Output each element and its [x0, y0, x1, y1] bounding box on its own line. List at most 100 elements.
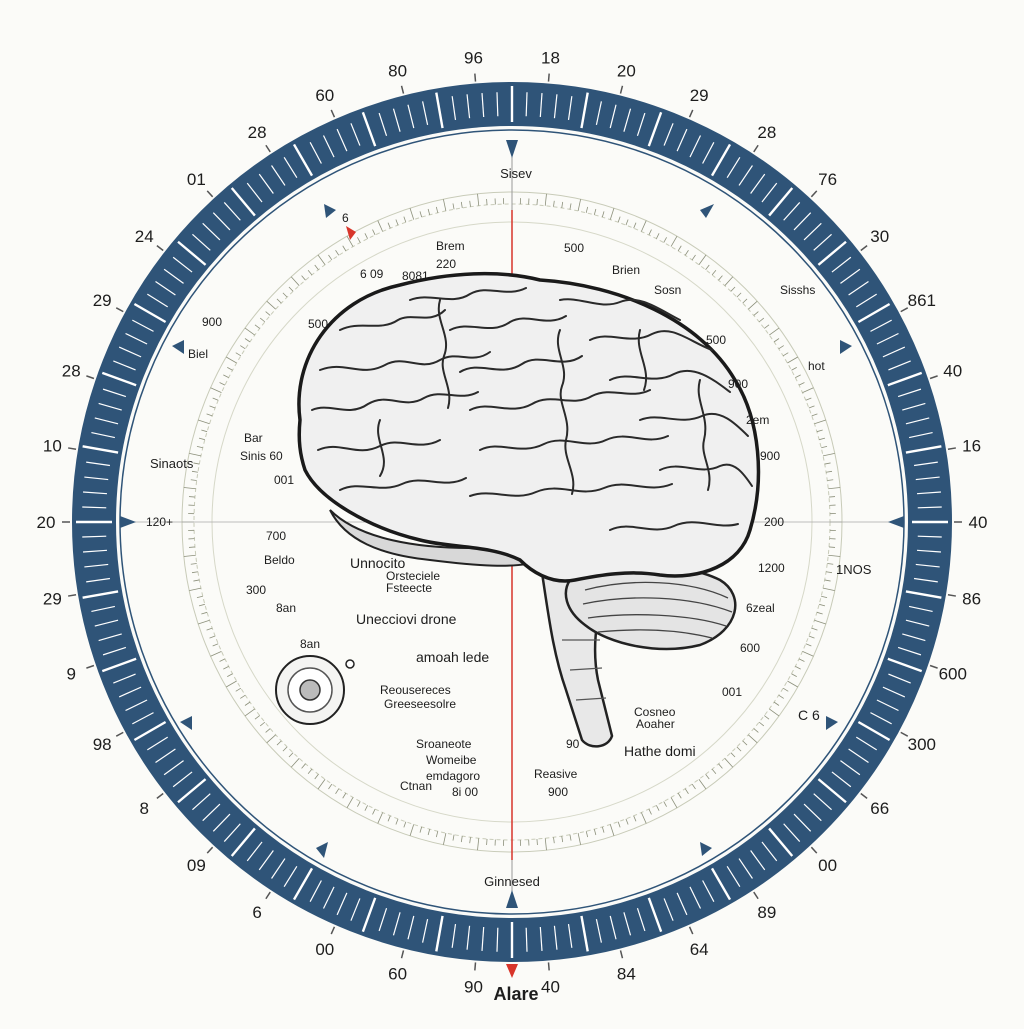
inner-tick	[759, 318, 764, 322]
inner-tick	[388, 223, 390, 229]
inner-tick	[699, 255, 706, 265]
inner-tick	[594, 209, 596, 215]
outer-number: 9	[67, 664, 76, 683]
inner-tick	[198, 620, 209, 624]
inner-tick	[378, 221, 383, 232]
inner-tick	[266, 312, 271, 316]
label-r-5: Aoaher	[636, 717, 675, 731]
outer-tick	[811, 847, 816, 853]
ring-tick	[82, 507, 106, 508]
inner-tick	[671, 797, 677, 807]
label-c-11: Ctnan	[400, 779, 432, 793]
arrow-sw-icon	[316, 842, 328, 858]
inner-tick	[199, 438, 205, 440]
inner-tick	[461, 836, 462, 842]
inner-tick	[826, 471, 832, 472]
inner-tick	[404, 822, 406, 828]
label-tr-0: 500	[564, 241, 584, 255]
inner-tick	[634, 223, 636, 229]
inner-tick	[365, 805, 368, 810]
inner-tick	[388, 816, 390, 822]
label-tl-5: 900	[202, 315, 222, 329]
inner-tick	[545, 838, 546, 850]
outer-tick	[754, 892, 758, 899]
inner-tick	[656, 805, 659, 810]
inner-tick	[184, 555, 196, 556]
label-c-2: Fsteecte	[386, 581, 432, 595]
label-c-12: 8i 00	[452, 785, 478, 799]
inner-tick	[618, 822, 620, 828]
label-r-0: 200	[764, 515, 784, 529]
inner-tick	[396, 819, 398, 825]
inner-tick	[357, 801, 360, 806]
inner-tick	[315, 774, 319, 779]
inner-tick	[821, 596, 827, 597]
label-c-3: Unecciovi drone	[356, 611, 457, 627]
inner-tick	[706, 774, 710, 779]
label-r-7: 001	[722, 685, 742, 699]
inner-tick	[787, 357, 797, 363]
outer-tick	[549, 962, 550, 970]
outer-tick	[266, 892, 270, 899]
inner-tick	[814, 620, 825, 624]
inner-tick	[211, 651, 222, 656]
inner-tick	[779, 346, 784, 349]
inner-tick	[821, 446, 827, 447]
inner-tick	[791, 367, 796, 370]
outer-number: 16	[962, 436, 981, 455]
outer-number: 29	[43, 590, 62, 609]
inner-tick	[236, 688, 241, 691]
outer-number: 86	[962, 590, 981, 609]
outer-number: 861	[908, 291, 936, 310]
inner-tick	[436, 207, 437, 213]
outer-tick	[116, 732, 123, 736]
inner-tick	[210, 636, 216, 638]
target-icon	[276, 656, 354, 724]
inner-tick	[578, 199, 580, 211]
inner-tick	[618, 217, 620, 223]
outer-number: 40	[541, 977, 560, 996]
inner-tick	[201, 430, 207, 432]
inner-tick	[197, 596, 203, 597]
inner-tick	[291, 277, 299, 286]
inner-tick	[343, 793, 346, 798]
label-tr-4: 500	[706, 333, 726, 347]
inner-tick	[184, 488, 196, 489]
brain-illustration	[299, 274, 758, 747]
inner-tick	[828, 488, 840, 489]
inner-tick	[289, 287, 293, 291]
cardinal-right: 1NOS	[836, 562, 872, 577]
inner-tick	[712, 769, 716, 774]
outer-tick	[621, 950, 623, 958]
label-tr-3: Sisshs	[780, 283, 815, 297]
inner-tick	[748, 301, 757, 309]
label-l-5: Beldo	[264, 553, 295, 567]
inner-tick	[255, 325, 260, 329]
inner-tick	[803, 651, 814, 656]
outer-tick	[266, 145, 270, 152]
inner-tick	[410, 824, 414, 835]
inner-tick	[823, 453, 835, 455]
outer-tick	[68, 595, 76, 596]
inner-tick	[809, 406, 815, 408]
bottom-label: Alare	[493, 984, 538, 1004]
outer-number: 600	[939, 664, 967, 683]
inner-tick	[478, 194, 479, 206]
outer-number: 00	[315, 940, 334, 959]
inner-tick	[315, 265, 319, 270]
label-c-14: 90	[566, 737, 580, 751]
arrow-bottom-icon	[506, 890, 518, 908]
inner-tick	[336, 250, 339, 255]
outer-number: 01	[187, 170, 206, 189]
inner-tick	[347, 797, 353, 807]
ring-tick	[82, 536, 106, 537]
inner-tick	[318, 779, 325, 789]
inner-tick	[277, 299, 281, 303]
inner-tick	[210, 406, 216, 408]
label-tr-5: hot	[808, 359, 825, 373]
label-c-4: amoah lede	[416, 649, 489, 665]
inner-tick	[199, 604, 205, 606]
outer-number: 18	[541, 49, 560, 68]
inner-tick	[428, 829, 430, 835]
